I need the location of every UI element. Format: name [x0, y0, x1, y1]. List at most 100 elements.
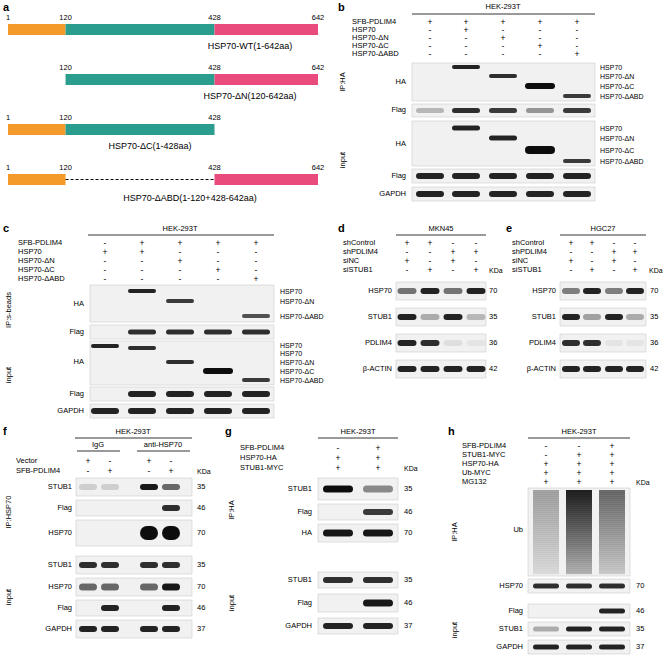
ubiquitin-smear [533, 554, 559, 556]
figure-label: shPDLIM4 [512, 248, 547, 256]
figure-label: HSP70-ΔN(120-642aa) [203, 92, 296, 101]
figure-label: HSP70 [368, 287, 392, 295]
lane-sign: + [376, 454, 381, 463]
ubiquitin-smear [599, 532, 625, 534]
lane-sign: - [141, 257, 144, 266]
blot-strip [560, 360, 646, 378]
ubiquitin-smear [599, 538, 625, 540]
lane-sign: + [103, 248, 108, 257]
lane-sign: + [610, 442, 615, 451]
figure-label: HSP70-ΔABD [352, 50, 399, 58]
figure-label: HGC27 [590, 225, 615, 233]
figure-label: HSP70-ΔN [280, 298, 314, 305]
blot-band [563, 173, 591, 179]
blot-band [416, 191, 444, 197]
figure-label: PDLIM4 [529, 339, 556, 347]
lane-sign: - [591, 257, 594, 266]
blot-band [128, 391, 156, 397]
figure-label: shControl [343, 239, 375, 247]
lane-sign: + [577, 469, 582, 478]
blot-strip [528, 488, 630, 576]
ubiquitin-smear [599, 506, 625, 508]
ubiquitin-smear [599, 516, 625, 518]
figure-label: HSP70-ΔABD [600, 93, 644, 100]
ubiquitin-smear [533, 542, 559, 544]
header-line [77, 451, 120, 452]
ubiquitin-smear [533, 556, 559, 558]
blot-band [242, 330, 270, 335]
blot-band [323, 486, 353, 493]
lane-sign: + [610, 460, 615, 469]
blot-band [363, 600, 393, 607]
blot-band [416, 173, 444, 179]
header-line [318, 438, 398, 439]
ubiquitin-smear [566, 560, 592, 562]
lane-sign: - [255, 248, 258, 257]
blot-band [91, 344, 119, 348]
figure-label: 1 [6, 14, 10, 22]
ubiquitin-smear [533, 540, 559, 542]
figure-label: HSP70-ΔABD [280, 313, 324, 320]
blot-band [563, 191, 591, 197]
lane-sign: - [217, 248, 220, 257]
figure-label: 120 [59, 14, 72, 22]
ubiquitin-smear [533, 532, 559, 534]
figure-label: Flag [391, 106, 406, 114]
blot-band [452, 173, 480, 179]
figure-label: STUB1 [288, 576, 312, 584]
ubiquitin-smear [599, 556, 625, 558]
figure-label: Ub [513, 526, 523, 534]
blot-strip [318, 504, 398, 520]
figure-label: Flag [391, 172, 406, 180]
lane-sign: + [544, 469, 549, 478]
lane-sign: + [577, 478, 582, 487]
blot-band [398, 314, 417, 320]
lane-sign: - [475, 257, 478, 266]
figure-label: HSP70 [280, 288, 302, 295]
lane-sign: - [179, 266, 182, 275]
figure-label: siNC [343, 257, 359, 265]
lane-sign: + [376, 464, 381, 473]
ubiquitin-smear [599, 520, 625, 522]
ubiquitin-smear [566, 542, 592, 544]
lane-sign: + [108, 467, 113, 476]
lane-sign: + [178, 239, 183, 248]
ubiquitin-smear [599, 548, 625, 550]
lane-sign: + [612, 257, 617, 266]
lane-sign: - [634, 239, 637, 248]
ubiquitin-smear [533, 568, 559, 570]
figure-label: SFB-PDLIM4 [462, 442, 506, 450]
blot-strip [90, 325, 274, 339]
lane-sign: - [475, 239, 478, 248]
figure-label: HEK-293T [115, 428, 150, 436]
ubiquitin-smear [566, 564, 592, 566]
figure-label: 428 [208, 64, 221, 72]
figure-label: GAPDH [285, 622, 312, 630]
blot-band [140, 562, 158, 568]
blot-band [79, 626, 97, 632]
group-label: IP:HA [228, 500, 236, 520]
ubiquitin-smear [599, 540, 625, 542]
blot-band [626, 314, 644, 320]
blot-band [562, 366, 580, 372]
ubiquitin-smear [566, 552, 592, 554]
blot-strip [318, 478, 398, 500]
figure-label: 37 [197, 625, 205, 633]
ubiquitin-smear [566, 548, 592, 550]
ubiquitin-smear [599, 560, 625, 562]
blot-strip [90, 404, 274, 418]
blot-band [140, 584, 158, 591]
blot-band [444, 340, 463, 346]
figure-label: 35 [404, 576, 412, 584]
ubiquitin-smear [599, 492, 625, 494]
blot-band [79, 562, 97, 568]
lane-sign: - [545, 451, 548, 460]
ubiquitin-smear [599, 552, 625, 554]
lane-sign: + [633, 248, 638, 257]
ubiquitin-smear [599, 566, 625, 568]
figure-label: 70 [489, 287, 497, 295]
blot-strip [76, 600, 192, 616]
figure-label: HSP70-ΔN [600, 73, 634, 80]
blot-band [204, 330, 232, 335]
ubiquitin-smear [533, 508, 559, 510]
